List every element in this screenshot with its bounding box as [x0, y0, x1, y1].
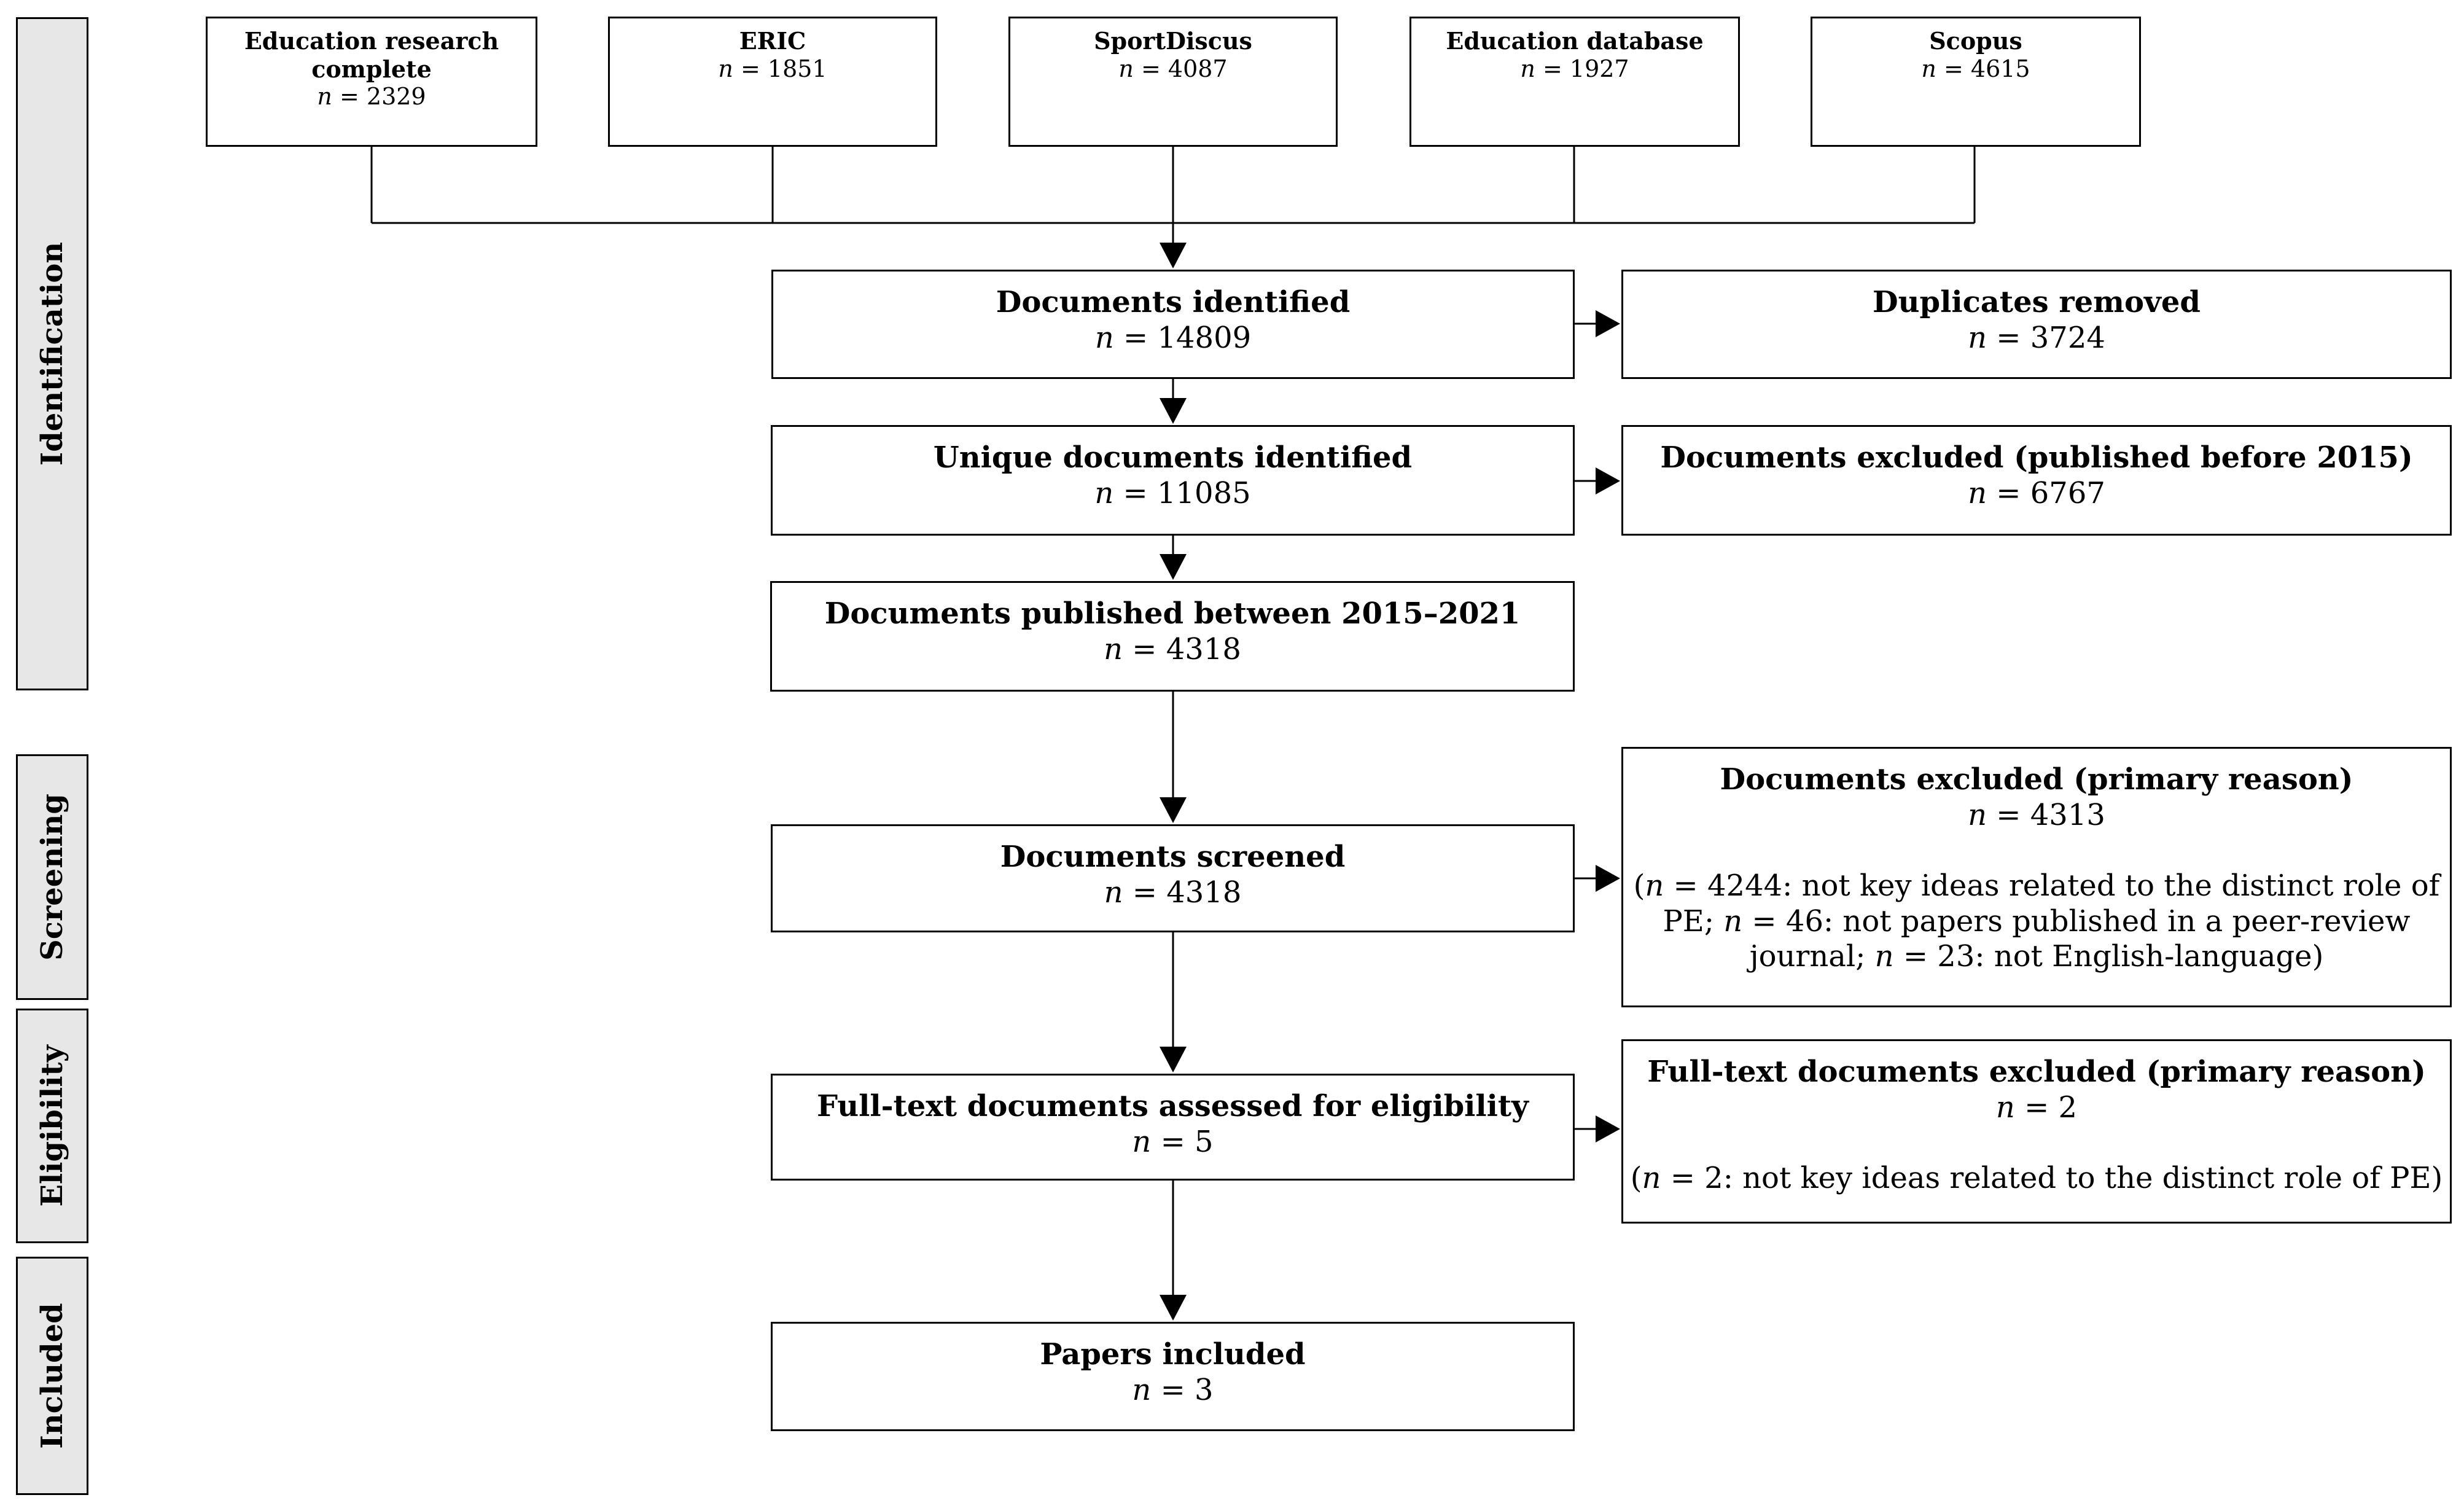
box-title: Documents excluded (published before 201… — [1660, 440, 2413, 475]
box-title: Unique documents identified — [933, 440, 1413, 475]
stage-eligibility: Eligibility — [16, 1009, 88, 1243]
arrowhead-included — [1160, 1295, 1187, 1321]
arrowhead-screened — [1160, 797, 1187, 823]
box-count: n = 14809 — [1094, 320, 1252, 355]
source-box-sportdiscus: SportDiscus n = 4087 — [1008, 17, 1338, 147]
arrow-into-identified — [1160, 243, 1187, 268]
duplicates-removed-box: Duplicates removed n = 3724 — [1621, 270, 2452, 379]
stage-identification: Identification — [16, 17, 88, 690]
source-count: n = 4615 — [1921, 55, 2030, 82]
published-2015-2021-box: Documents published between 2015–2021 n … — [770, 581, 1575, 692]
unique-documents-box: Unique documents identified n = 11085 — [771, 425, 1575, 536]
source-box-scopus: Scopus n = 4615 — [1811, 17, 2141, 147]
source-name: Scopus — [1929, 27, 2022, 55]
documents-identified-box: Documents identified n = 14809 — [771, 270, 1575, 379]
fulltext-exclusion-reason: (n = 2: not key ideas related to the dis… — [1630, 1161, 2443, 1196]
source-count: n = 1927 — [1520, 55, 1629, 82]
box-count: n = 11085 — [1094, 475, 1251, 510]
excluded-screening-box: Documents excluded (primary reason) n = … — [1621, 747, 2452, 1007]
fulltext-excluded-box: Full-text documents excluded (primary re… — [1621, 1039, 2452, 1224]
stage-label-screening: Screening — [35, 794, 69, 961]
box-count: n = 5 — [1132, 1124, 1214, 1159]
box-count: n = 4318 — [1104, 875, 1242, 910]
stage-label-eligibility: Eligibility — [35, 1045, 69, 1207]
box-title: Duplicates removed — [1873, 285, 2201, 319]
source-name: Education database — [1446, 27, 1704, 55]
arrowhead-excluded-fulltext — [1596, 1115, 1620, 1142]
exclusion-reason-line-2: PE; n = 46: not papers published in a pe… — [1663, 904, 2411, 939]
source-box-education-database: Education database n = 1927 — [1409, 17, 1740, 147]
box-title: Documents published between 2015–2021 — [824, 596, 1521, 631]
box-title: Documents identified — [996, 285, 1351, 319]
source-name: ERIC — [739, 27, 806, 55]
source-box-education-research-complete: Education research complete n = 2329 — [206, 17, 537, 147]
box-count: n = 2 — [1995, 1090, 2078, 1125]
stage-included: Included — [16, 1257, 88, 1495]
exclusion-reason-line-3: journal; n = 23: not English-language) — [1749, 939, 2324, 974]
source-count: n = 2329 — [317, 83, 426, 111]
box-title: Documents screened — [1000, 840, 1346, 874]
stage-label-identification: Identification — [35, 241, 69, 466]
source-name: Education research complete — [244, 27, 499, 83]
documents-screened-box: Documents screened n = 4318 — [771, 824, 1575, 932]
box-count: n = 6767 — [1968, 475, 2105, 510]
source-name: SportDiscus — [1094, 27, 1252, 55]
stage-label-included: Included — [35, 1303, 69, 1449]
box-count: n = 3724 — [1968, 320, 2105, 355]
arrowhead-unique — [1160, 398, 1187, 424]
source-box-eric: ERIC n = 1851 — [608, 17, 937, 147]
box-title: Full-text documents assessed for eligibi… — [817, 1089, 1529, 1123]
source-count: n = 1851 — [718, 55, 827, 82]
box-count: n = 4313 — [1968, 797, 2105, 832]
box-count: n = 4318 — [1104, 631, 1241, 666]
exclusion-reason-line-1: (n = 4244: not key ideas related to the … — [1633, 869, 2440, 904]
arrowhead-published — [1160, 554, 1187, 580]
stage-screening: Screening — [16, 754, 88, 1000]
source-count: n = 4087 — [1118, 55, 1228, 82]
box-title: Papers included — [1040, 1337, 1306, 1372]
arrowhead-fulltext — [1160, 1047, 1187, 1072]
box-count: n = 3 — [1132, 1372, 1214, 1407]
excluded-before-2015-box: Documents excluded (published before 201… — [1621, 425, 2452, 536]
papers-included-box: Papers included n = 3 — [771, 1322, 1575, 1431]
fulltext-assessed-box: Full-text documents assessed for eligibi… — [771, 1074, 1575, 1181]
arrowhead-duplicates — [1596, 310, 1620, 337]
box-title: Full-text documents excluded (primary re… — [1647, 1055, 2426, 1089]
box-title: Documents excluded (primary reason) — [1720, 762, 2353, 797]
arrowhead-excluded-date — [1596, 467, 1620, 494]
arrowhead-excluded-screen — [1596, 865, 1620, 892]
